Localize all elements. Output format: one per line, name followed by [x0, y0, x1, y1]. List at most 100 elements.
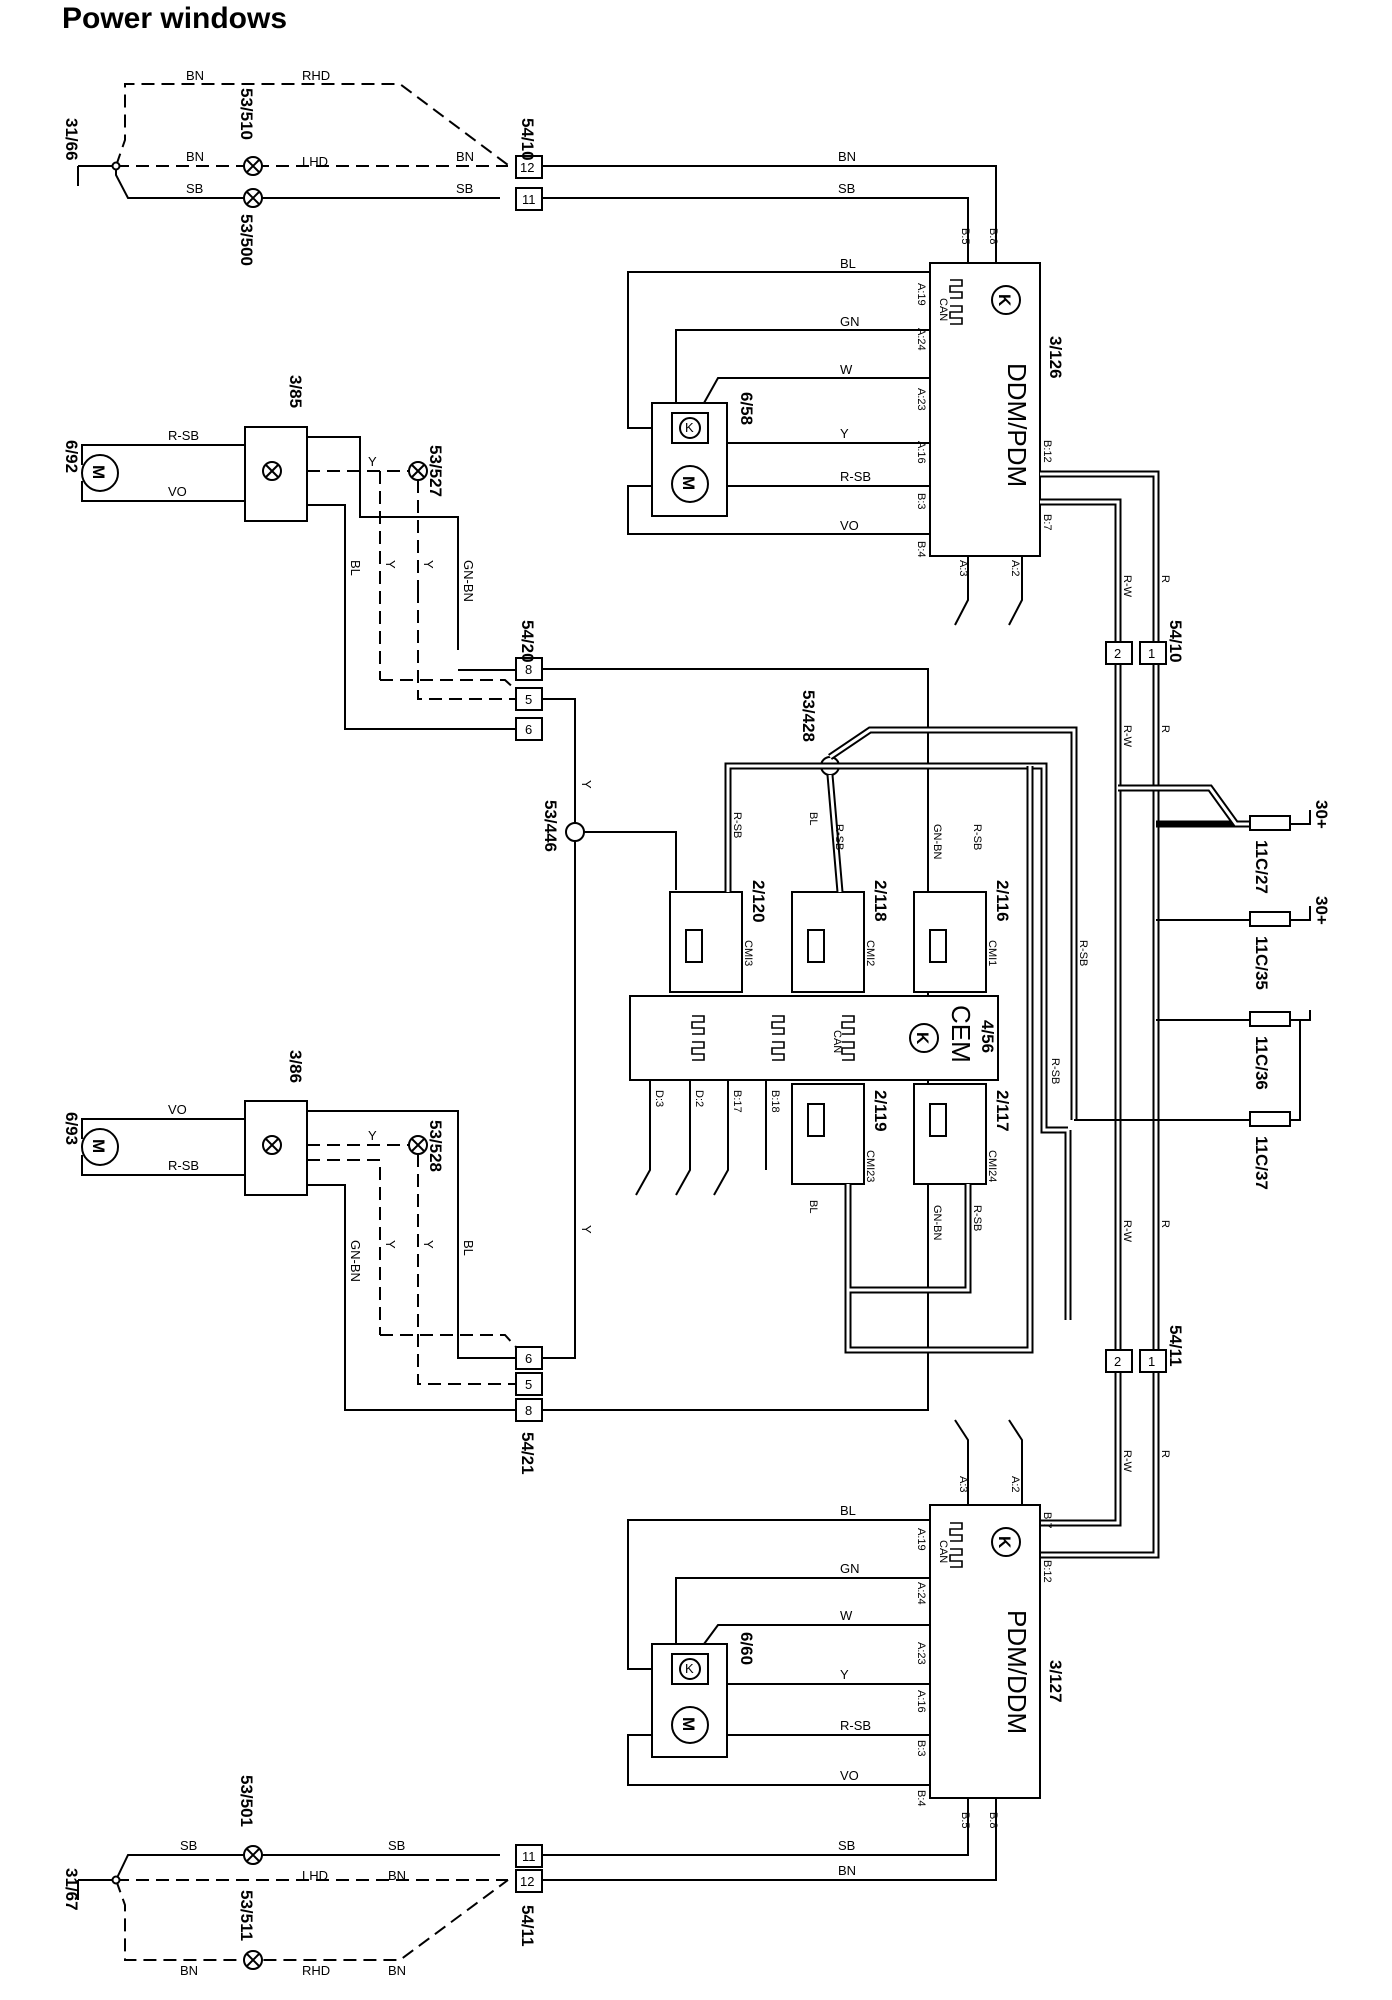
- w385-rsb: R-SB: [168, 428, 199, 443]
- wire-rhd-bot: RHD: [302, 1963, 330, 1978]
- c5411-p12: 12: [520, 1874, 534, 1889]
- wire-sb-5410: SB: [838, 181, 855, 196]
- svg-text:M: M: [89, 465, 108, 479]
- motor-660-label: 6/60: [737, 1632, 756, 1665]
- w385-gnbn: GN-BN: [461, 560, 476, 602]
- relay-2119-name: CMI23: [864, 1150, 876, 1182]
- rear-switch-right: M: [81, 1100, 516, 1411]
- cem-ref: 4/56: [978, 1020, 997, 1053]
- switch-3166-label: 31/66: [62, 118, 81, 161]
- supply-30-b: 30+: [1312, 896, 1331, 925]
- w3127-w: W: [840, 1608, 853, 1623]
- m3126-pin-a3: A:3: [957, 560, 969, 577]
- fuse-11c35-label: 11C/35: [1252, 936, 1271, 990]
- conn-5411-pin1: [1139, 1349, 1167, 1373]
- m3126-pin-b7: B:7: [1041, 514, 1053, 531]
- motor-660-icon: [671, 1706, 709, 1744]
- w5421-y: Y: [579, 1225, 594, 1234]
- conn-5421-pin5: [515, 1372, 543, 1396]
- wire-sb-bot: SB: [180, 1838, 197, 1853]
- conn-5411-bottom-label: 54/11: [518, 1905, 537, 1947]
- m3127-pin-b7: B:7: [1041, 1512, 1053, 1529]
- w5420-y: Y: [579, 780, 594, 789]
- relay-2117-name: CMI24: [986, 1150, 998, 1182]
- bus-bl-2: BL: [807, 1200, 819, 1213]
- w3127-y: Y: [840, 1667, 849, 1682]
- w385-vo: VO: [168, 484, 187, 499]
- module-3127-k: K: [995, 1536, 1014, 1549]
- c5411-p11: 11: [522, 1849, 536, 1864]
- cem-name: CEM: [946, 1005, 976, 1063]
- relay-2116-label: 2/116: [993, 880, 1012, 922]
- module-3127-ref: 3/127: [1046, 1660, 1065, 1703]
- fuse-11c27-label: 11C/27: [1252, 840, 1271, 894]
- c5411b-p1: 1: [1148, 1354, 1155, 1369]
- w386-y2: Y: [383, 1240, 398, 1249]
- bus-rsb-6: R-SB: [971, 1205, 983, 1231]
- w3126-vo: VO: [840, 518, 859, 533]
- switch-385-label: 3/85: [286, 375, 305, 408]
- c5420-p8: 8: [525, 662, 532, 677]
- w386-y3: Y: [421, 1240, 436, 1249]
- wire-bn-bot3: BN: [388, 1963, 406, 1978]
- conn-5421-pin6: [515, 1346, 543, 1370]
- c5420-p6: 6: [525, 722, 532, 737]
- bus-rsb-4: R-SB: [1077, 940, 1089, 966]
- diagram-title: Power windows: [62, 2, 288, 35]
- fuse-11c35: [1249, 911, 1291, 927]
- bus-rw-3: R-W: [1121, 1220, 1133, 1243]
- relay-2117-label: 2/117: [993, 1090, 1012, 1132]
- w386-gnbn: GN-BN: [348, 1240, 363, 1282]
- conn-5410-top-label: 54/10: [518, 118, 537, 161]
- wire-bn-5411: BN: [838, 1863, 856, 1878]
- wire-sb-top: SB: [186, 181, 203, 196]
- relay-2116-name: CMI1: [986, 940, 998, 966]
- w3126-bl: BL: [840, 256, 856, 271]
- c5410b-p1: 1: [1148, 646, 1155, 661]
- wire-lhd-top: LHD: [302, 154, 328, 169]
- w386-vo: VO: [168, 1102, 187, 1117]
- w3126-y: Y: [840, 426, 849, 441]
- motor-658-m: M: [679, 476, 698, 490]
- module-3127-can: CAN: [937, 1540, 949, 1563]
- m3126-pin-b4: B:4: [915, 541, 927, 558]
- w386-y: Y: [368, 1128, 377, 1143]
- module-3127: [929, 1504, 1041, 1799]
- motor-658-k: K: [685, 420, 694, 435]
- bus-r-1: R: [1159, 575, 1171, 583]
- m3127-pin-a16: A:16: [915, 1690, 927, 1713]
- relay-2119-label: 2/119: [871, 1090, 890, 1132]
- m3127-pin-b12: B:12: [1041, 1560, 1053, 1583]
- m3126-pin-a2: A:2: [1009, 560, 1021, 577]
- wire-sb-top2: SB: [456, 181, 473, 196]
- m3127-pin-a24: A:24: [915, 1582, 927, 1605]
- bus-rw-2: R-W: [1121, 725, 1133, 748]
- wire-bn-top: BN: [186, 68, 204, 83]
- fuse-11c37-label: 11C/37: [1252, 1136, 1271, 1190]
- wire-bn-bot: BN: [388, 1868, 406, 1883]
- bus-rsb-3: R-SB: [971, 824, 983, 850]
- conn-5410-pin11-label: 11: [522, 192, 536, 207]
- switch-386-label: 3/86: [286, 1050, 305, 1083]
- conn-5410-pin12-label: 12: [520, 160, 534, 175]
- m3127-pin-b8: B:8: [987, 1812, 999, 1829]
- bus-r-4: R: [1159, 1450, 1171, 1458]
- c5421-p6: 6: [525, 1351, 532, 1366]
- relay-2120-name: CMI3: [742, 940, 754, 966]
- cem-d2: D:2: [693, 1090, 705, 1107]
- w385-y: Y: [368, 454, 377, 469]
- c5421-p5: 5: [525, 1377, 532, 1392]
- conn-5410-pin2: [1105, 641, 1133, 665]
- bus-rsb-1: R-SB: [731, 812, 743, 838]
- w3127-bl: BL: [840, 1503, 856, 1518]
- w3126-w: W: [840, 362, 853, 377]
- w3126-rsb: R-SB: [840, 469, 871, 484]
- bus-rsb-5: R-SB: [1049, 1058, 1061, 1084]
- c5420-p5: 5: [525, 692, 532, 707]
- w3127-rsb: R-SB: [840, 1718, 871, 1733]
- m3126-pin-b5: B:5: [959, 228, 971, 245]
- cem-k: K: [913, 1032, 932, 1045]
- node-53446: [565, 822, 585, 842]
- top-switch-circuit: [77, 83, 509, 208]
